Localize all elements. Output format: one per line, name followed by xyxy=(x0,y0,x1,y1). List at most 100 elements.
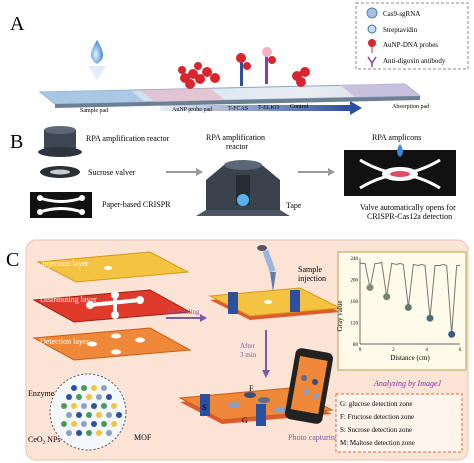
mof-particle xyxy=(76,412,82,418)
mof-particle xyxy=(96,430,102,436)
distributing-layer-label: Distributing layer xyxy=(40,295,97,304)
mof-magnified-view xyxy=(49,373,127,451)
zone-legend-box xyxy=(335,393,463,453)
strip-label-t2: T-ELKO xyxy=(258,105,280,111)
legend-label-3: Anti-digoxin antibody xyxy=(383,57,446,65)
zone-legend-2: S: Sucrose detection zone xyxy=(340,426,412,434)
aunp-probe-icon xyxy=(368,39,376,47)
mof-particle xyxy=(86,430,92,436)
mof-particle xyxy=(66,394,72,400)
mof-particle xyxy=(81,403,87,409)
mof-particle xyxy=(111,403,117,409)
chart-x-tick-label: 4 xyxy=(425,348,428,353)
after-label-1: After xyxy=(240,342,255,350)
amplicons-label: RPA amplicons xyxy=(372,133,421,142)
mof-particle xyxy=(76,430,82,436)
clip-left-icon xyxy=(228,292,238,314)
strip-label-t1: T-FCAS xyxy=(228,106,248,112)
chart-x-tick-label: 0 xyxy=(359,348,362,353)
chart-ylabel: Gray value xyxy=(336,301,344,332)
panel-c-letter: C xyxy=(6,249,19,271)
detection-layer xyxy=(32,327,192,361)
center-reactor-label-1: RPA amplification xyxy=(206,133,265,142)
mof-particle xyxy=(81,385,87,391)
mof-label: MOF xyxy=(134,433,152,442)
chart-x-tick-label: 6 xyxy=(459,348,462,353)
mof-particle xyxy=(96,412,102,418)
panel-b-letter: B xyxy=(10,131,23,153)
test-line-1-cluster xyxy=(236,53,251,86)
after-label-2: 3 min xyxy=(240,351,257,359)
mof-particle xyxy=(106,412,112,418)
injection-layer-label: Injection layer xyxy=(42,259,89,268)
photo-capturing-label: Photo capturing xyxy=(288,433,339,442)
reactor-label: RPA amplification reactor xyxy=(86,134,170,143)
assembled-reactor xyxy=(196,160,290,216)
distributing-layer xyxy=(32,289,192,323)
mof-particle xyxy=(86,394,92,400)
chart-y-tick-label: 80 xyxy=(353,343,359,348)
legend-label-2: AuNP-DNA probes xyxy=(383,41,438,49)
mof-particle xyxy=(66,430,72,436)
control-line-cluster xyxy=(292,67,310,87)
chart-y-tick-label: 120 xyxy=(351,322,359,327)
enzyme-label: Enzyme xyxy=(28,389,55,398)
chart-frame xyxy=(337,251,467,371)
injection-layer xyxy=(36,251,190,283)
pipette-icon xyxy=(257,245,276,292)
sample-injection-label-2: injection xyxy=(298,274,326,283)
chart-xlabel: Distance (cm) xyxy=(390,354,430,362)
chart-marker xyxy=(448,330,456,338)
legend-label-0: Cas9-sgRNA xyxy=(383,10,420,18)
flow-arrow xyxy=(160,105,350,111)
smartphone-icon xyxy=(284,348,334,424)
mof-particle xyxy=(101,403,107,409)
chart-marker xyxy=(404,303,412,311)
mof-particle xyxy=(76,394,82,400)
mof-particle xyxy=(101,385,107,391)
chart-series-line xyxy=(360,261,460,335)
mof-particle xyxy=(106,430,112,436)
valve-label-1: Valve automatically opens for xyxy=(360,203,456,212)
zone-legend-3: M: Maltose detection zone xyxy=(340,439,415,447)
clip-bottom-right-icon xyxy=(256,404,266,426)
mof-particle xyxy=(91,403,97,409)
assembled-chip xyxy=(208,287,342,320)
chart-y-tick-label: 240 xyxy=(351,257,359,262)
chart-x-tick-label: 2 xyxy=(392,348,395,353)
ceo2-label: CeO2 NPs xyxy=(28,435,61,446)
analyzing-label: Analyzing by ImageJ xyxy=(373,379,442,388)
mof-particle xyxy=(91,385,97,391)
strip-label-probe-pad: AuNP probe pad xyxy=(172,107,212,113)
mof-particle xyxy=(66,412,72,418)
mof-particle xyxy=(96,394,102,400)
mof-particle xyxy=(71,403,77,409)
sucrose-label: Sucrose valver xyxy=(88,168,136,177)
sample-drop-icon xyxy=(90,40,104,64)
streptavidin-icon xyxy=(367,24,377,34)
strip-label-absorption: Absorption pad xyxy=(392,104,429,110)
mof-particle xyxy=(71,385,77,391)
detection-layer-label: Detection layer xyxy=(40,337,89,346)
zone-letter-s: S xyxy=(202,403,206,412)
legend-label-1: Streptavidin xyxy=(383,26,418,34)
strip-label-sample-pad: Sample pad xyxy=(80,108,108,114)
clip-bottom-left-icon xyxy=(200,394,210,416)
reactor-cap xyxy=(38,126,82,157)
lateral-flow-strip xyxy=(38,83,422,108)
tape-label: Tape xyxy=(286,201,302,210)
mof-particle xyxy=(86,412,92,418)
antibody-icon xyxy=(367,56,377,67)
chart-marker xyxy=(426,314,434,322)
test-line-2-cluster xyxy=(262,47,276,84)
mof-particle xyxy=(81,421,87,427)
zone-letter-f: F xyxy=(249,384,254,393)
chart-y-tick-label: 160 xyxy=(351,300,359,305)
mof-particle xyxy=(111,421,117,427)
chart-marker xyxy=(366,284,374,292)
mof-particle xyxy=(61,421,67,427)
chart-y-tick-label: 200 xyxy=(351,279,359,284)
chart-marker xyxy=(383,293,391,301)
